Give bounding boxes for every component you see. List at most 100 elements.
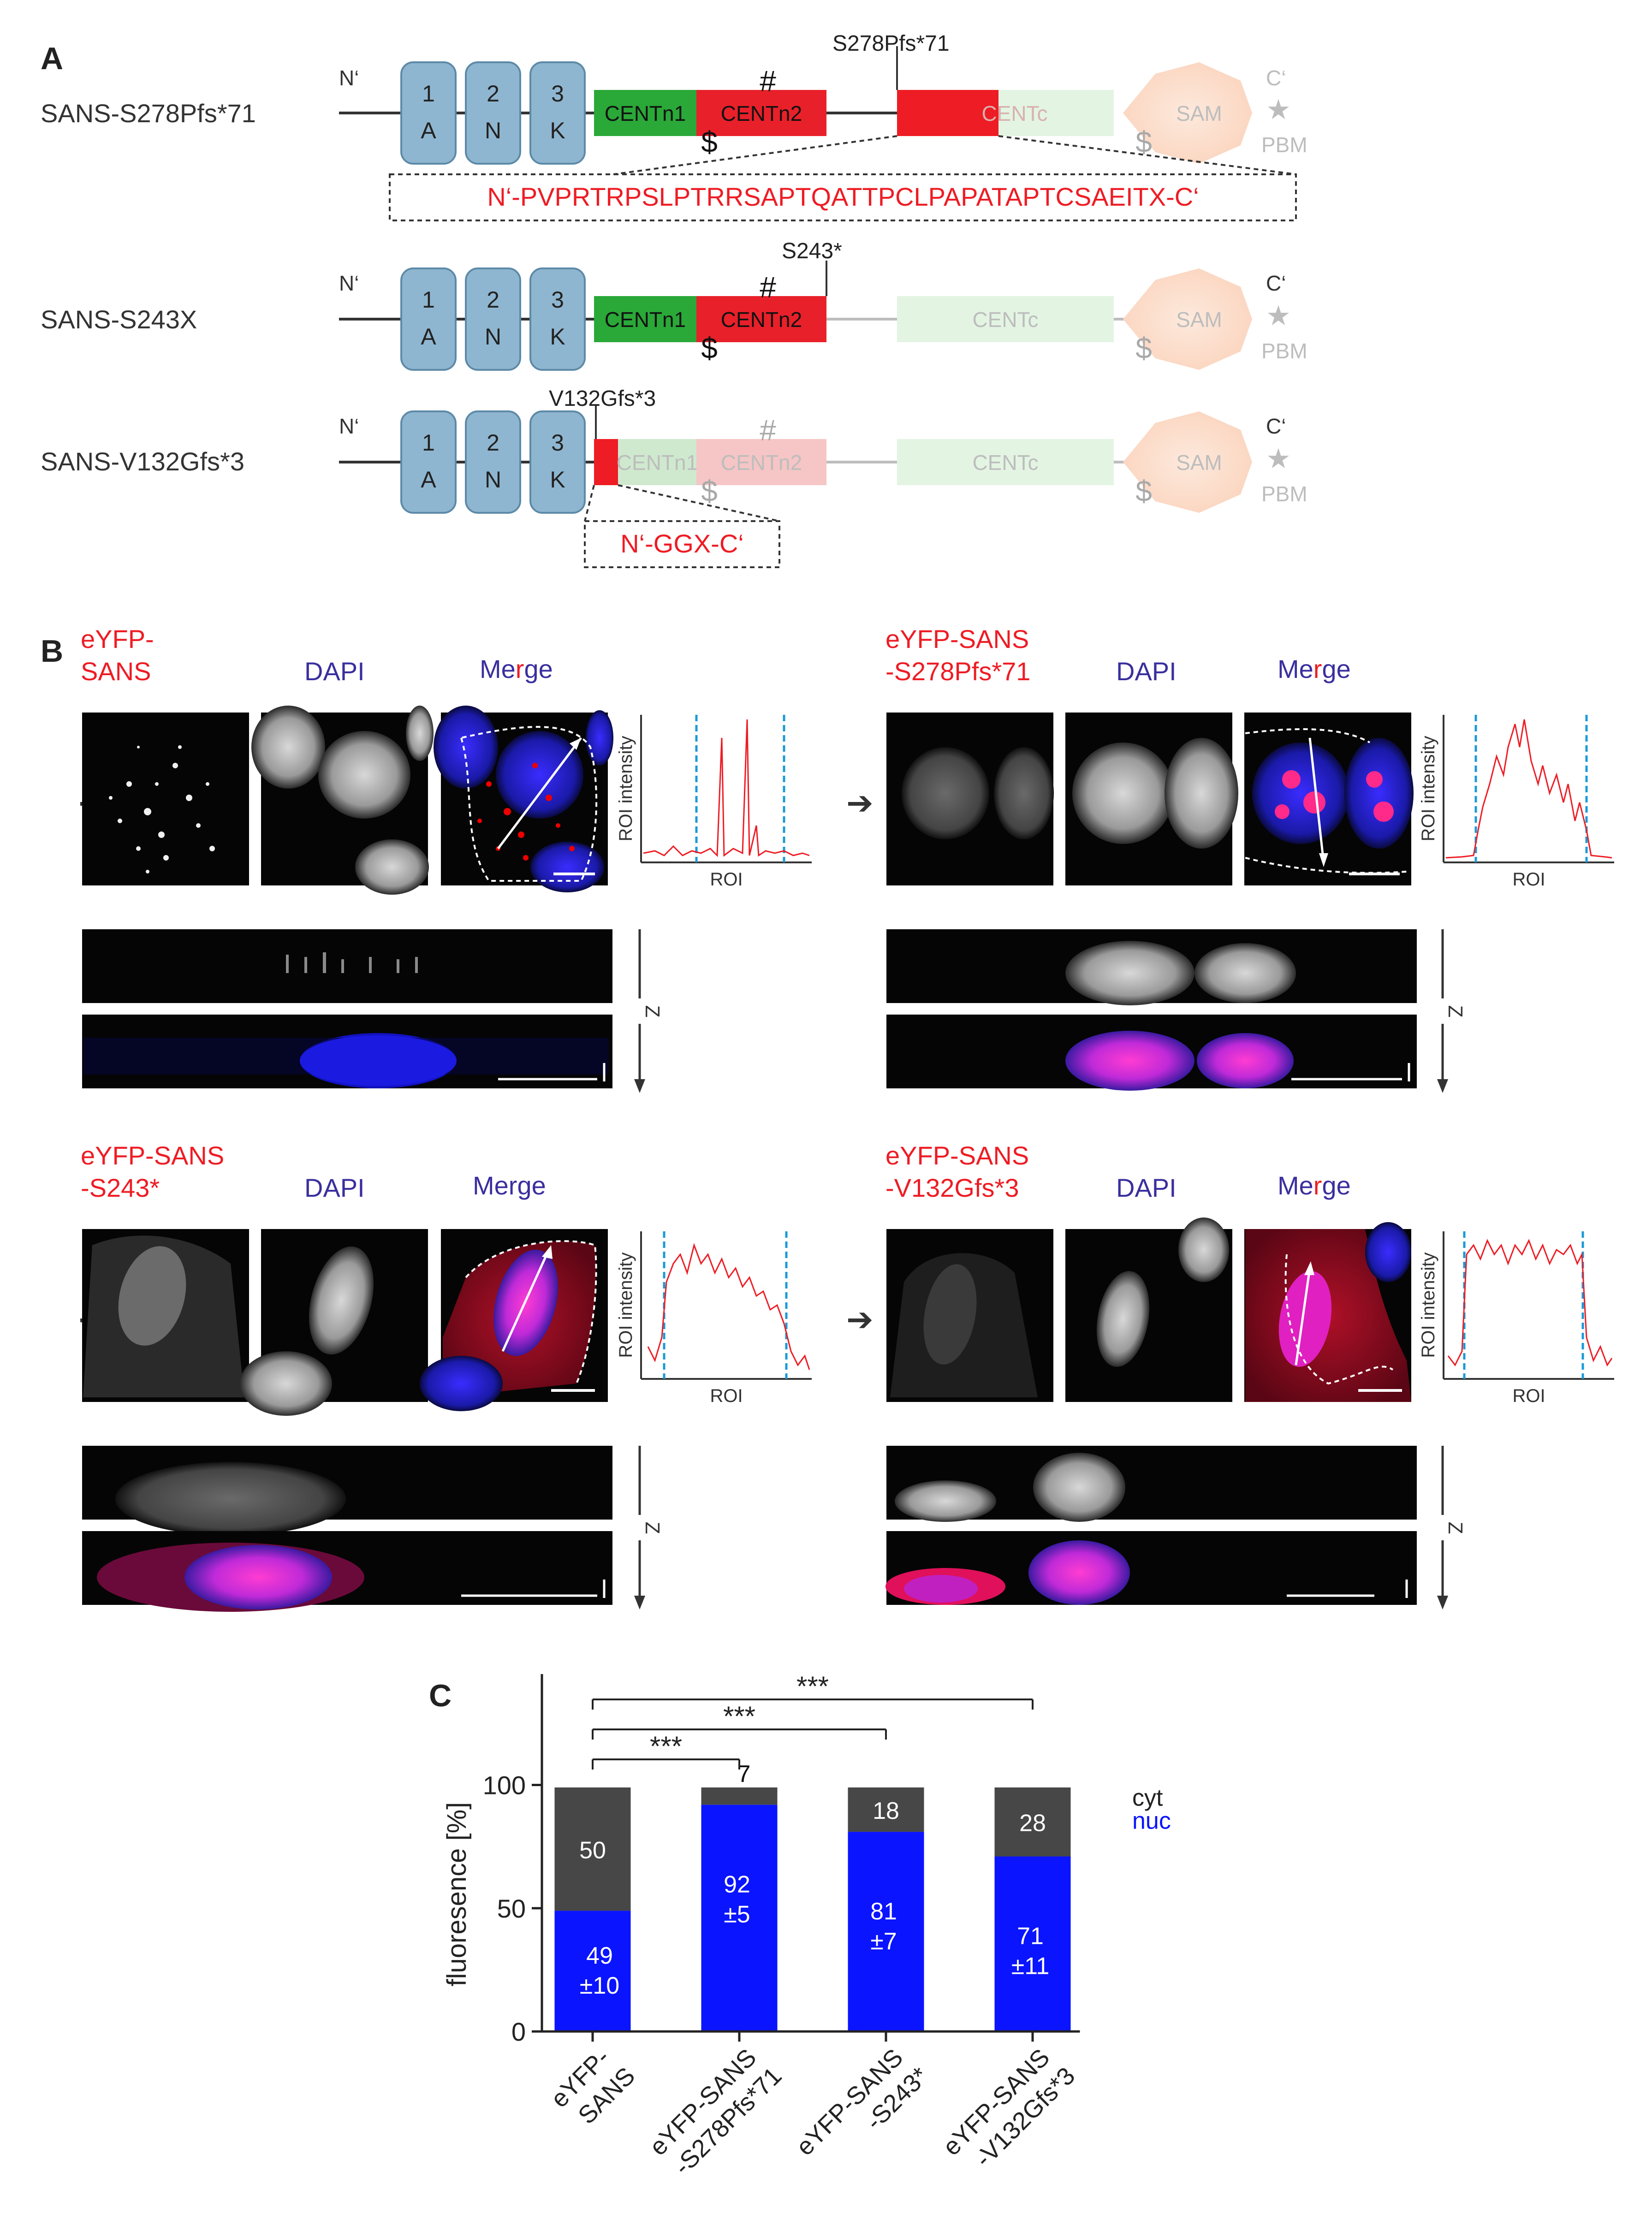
cell-side-view [115, 1462, 346, 1536]
hash-marker: # [760, 271, 776, 304]
y-tick-label: 100 [483, 1771, 526, 1800]
dollar-marker-faded: $ [1135, 475, 1152, 508]
dollar-marker: $ [701, 125, 718, 159]
ank-label-top: 2 [487, 430, 499, 456]
dollar-marker-faded: $ [1135, 332, 1152, 365]
dapi-column-label: DAPI [304, 1173, 365, 1202]
ank-repeat-box: 3K [529, 61, 586, 165]
z-stack-puncta [286, 952, 418, 973]
bar-cyt [994, 1787, 1071, 1857]
centc-domain [998, 90, 1114, 136]
neo-peptide-sequence: N‘-GGX-C‘ [620, 529, 744, 558]
sam-label: SAM [1176, 451, 1222, 475]
bar-nuc [994, 1856, 1071, 2031]
hash-marker-faded: # [760, 414, 776, 447]
dollar-marker-faded: $ [1135, 125, 1152, 159]
construct-title-line1: eYFP-SANS [81, 1141, 224, 1170]
legend-nuc-label: nuc [1132, 1808, 1171, 1835]
bar-cyt [848, 1787, 924, 1832]
centc-domain [897, 439, 1114, 485]
roi-plot-xlabel: ROI [1512, 869, 1545, 890]
centn1-label: CENTn1 [605, 308, 686, 332]
nucleus-side-view [1033, 1453, 1125, 1522]
nucleus [586, 710, 613, 766]
roi-plot-ylabel: ROI intensity [1418, 1253, 1438, 1358]
bar-nuc-sd-label: ±10 [580, 1972, 619, 1999]
roi-line [501, 1249, 550, 1352]
nucleus [355, 839, 429, 895]
panel-b-label: B [41, 634, 63, 669]
cell-outline [1284, 1254, 1394, 1385]
roi-line [1295, 1268, 1311, 1366]
microscopy-group-eyfp-sans: eYFP- SANS DAPI Merge ➔ [78, 624, 812, 1093]
bar-nuc-value-label: 71 [1017, 1923, 1044, 1950]
roi-plot-ylabel: ROI intensity [616, 1253, 636, 1358]
roi-arrowhead-icon [1304, 1261, 1314, 1275]
ank-label-top: 2 [487, 287, 499, 313]
c-terminus-label: C‘ [1266, 66, 1286, 90]
nucleus-side-view [1065, 941, 1194, 1005]
n-terminus-label: N‘ [339, 271, 359, 295]
centn1-domain-faded [618, 439, 696, 485]
roi-plot-xlabel: ROI [710, 1386, 743, 1406]
centn2-domain-faded [696, 439, 826, 485]
nucleus [251, 706, 325, 789]
nucleus-side-view [895, 1480, 996, 1522]
construct-row-s243x: SANS-S243X N‘ 1A 2N 3K CENTn1 CENTn2 # $… [41, 239, 1307, 371]
construct-title-line2: SANS [81, 657, 151, 686]
ank-label-top: 3 [551, 430, 564, 456]
pbm-star-icon: ★ [1266, 94, 1291, 125]
z-axis-label: Z [1444, 1522, 1467, 1534]
zoom-line-left [613, 135, 897, 175]
bar-cyt-value-label: 18 [873, 1798, 899, 1824]
legend-cyt-label: cyt [1132, 1785, 1163, 1811]
nucleus [420, 1356, 503, 1411]
roi-line [1308, 737, 1325, 863]
nucleus [1344, 738, 1414, 849]
bar-nuc-value-label: 92 [724, 1871, 750, 1898]
z-axis-arrowhead-icon [634, 1079, 645, 1093]
z-label-bg [631, 998, 648, 1024]
construct-row-v132gfs3: SANS-V132Gfs*3 N‘ 1A 2N 3K CENTn1 CENTn2… [41, 386, 1307, 568]
y-tick-label: 50 [497, 1894, 526, 1923]
centn2-label: CENTn2 [721, 451, 802, 475]
nucleus [1178, 1217, 1229, 1282]
zoom-line-right [998, 135, 1296, 175]
pbm-label: PBM [1261, 482, 1307, 506]
construct-title-line1: eYFP-SANS [885, 624, 1029, 653]
nucleus [434, 706, 498, 789]
nucleus [309, 1246, 374, 1355]
zoom-line-left [584, 485, 595, 522]
z-axis-arrowhead-icon [1437, 1079, 1448, 1093]
roi-plot-ylabel: ROI intensity [616, 736, 636, 842]
centc-label: CENTc [981, 101, 1047, 125]
ank-repeat-box: 3K [529, 410, 586, 514]
c-terminus-label: C‘ [1266, 414, 1286, 438]
roi-plot-ylabel: ROI intensity [1418, 736, 1438, 842]
n-terminus-label: N‘ [339, 414, 359, 438]
ank-label-bottom: N [485, 118, 501, 143]
significance-stars: *** [796, 1671, 829, 1702]
sam-domain [1123, 268, 1252, 370]
z-stack-eyfp-image [82, 929, 612, 1003]
nucleus [1096, 1271, 1150, 1367]
y-tick-label: 0 [511, 2017, 526, 2046]
construct-title-line2: -V132Gfs*3 [885, 1173, 1019, 1202]
centn2-domain [696, 296, 826, 342]
pbm-star-icon: ★ [1266, 300, 1291, 331]
mutation-label: S278Pfs*71 [832, 31, 950, 56]
panel-c-label: C [429, 1678, 452, 1713]
roi-plot-xlabel: ROI [1512, 1386, 1545, 1406]
microscopy-group-s243: eYFP-SANS -S243* DAPI Merge ➔ ROI intens… [78, 1141, 812, 1612]
ank-repeat-box: 2N [465, 410, 521, 514]
ank-label-bottom: N [485, 324, 501, 350]
nucleus [902, 747, 989, 839]
centc-domain [897, 296, 1114, 342]
bar-cyt-value-label: 28 [1019, 1810, 1046, 1837]
nucleus [1278, 1271, 1332, 1367]
dapi-column-label: DAPI [1116, 1173, 1177, 1202]
nucleus [406, 706, 434, 761]
significance-stars: *** [650, 1731, 682, 1762]
significance-stars: *** [723, 1701, 755, 1732]
